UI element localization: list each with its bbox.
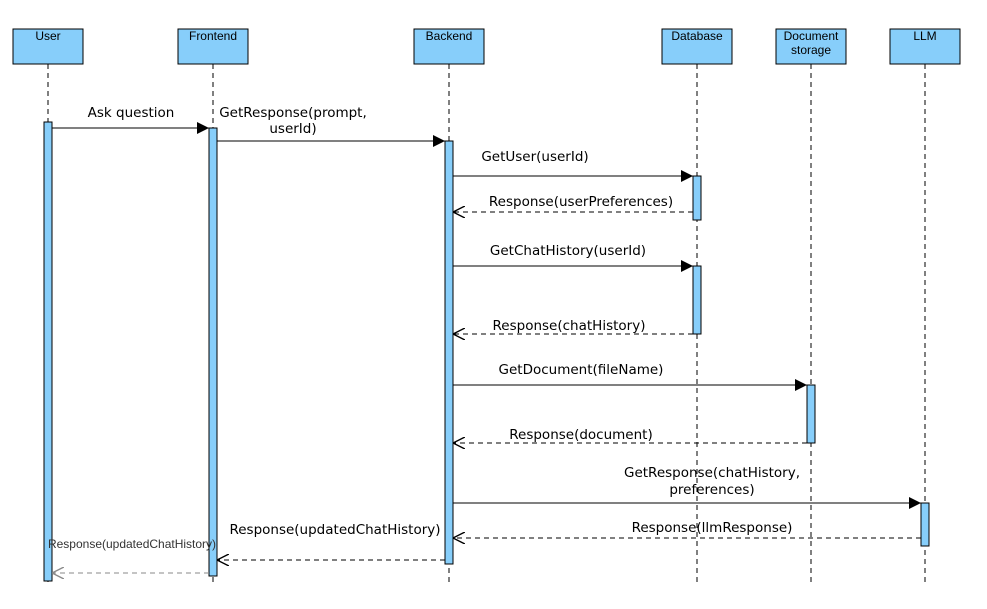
- message-ask-question: Ask question: [52, 105, 209, 134]
- participant-label: Backend: [426, 29, 473, 43]
- message-get-chat-history: GetChatHistory(userId): [453, 243, 693, 272]
- participant-label: Frontend: [189, 29, 237, 43]
- participant-document-storage: Document storage: [775, 28, 847, 65]
- message-label: Response(userPreferences): [489, 194, 673, 210]
- message-get-response-chat-history: GetResponse(chatHistory, preferences): [453, 465, 921, 509]
- message-label: Response(updatedChatHistory): [229, 522, 440, 538]
- activation-bar-llm: [920, 502, 930, 547]
- activation-bar-database: [692, 265, 702, 335]
- participant-box: [12, 28, 84, 65]
- message-response-document: Response(document): [453, 427, 807, 443]
- participant-box: [177, 28, 249, 65]
- message-label: GetDocument(fileName): [499, 362, 664, 378]
- message-label: userId): [269, 121, 316, 137]
- lifelines: [47, 64, 926, 582]
- message-label: GetResponse(chatHistory,: [624, 465, 800, 481]
- participant-box: [889, 28, 961, 65]
- message-label: preferences): [669, 482, 754, 498]
- participant-database: Database: [661, 28, 733, 65]
- message-get-document: GetDocument(fileName): [453, 362, 807, 391]
- participant-box: [413, 28, 485, 65]
- participant-label: User: [35, 29, 60, 43]
- message-label: GetUser(userId): [481, 149, 588, 165]
- participant-box: [661, 28, 733, 65]
- participant-box: [775, 28, 847, 65]
- participant-label: LLM: [913, 29, 936, 43]
- participant-llm: LLM: [889, 28, 961, 65]
- message-label: Response(updatedChatHistory): [48, 537, 216, 551]
- participant-user: User: [12, 28, 84, 65]
- message-label: Response(document): [509, 427, 652, 443]
- activation-bar-backend: [444, 140, 454, 565]
- participant-label: storage: [791, 43, 831, 57]
- activation-bar-frontend: [208, 127, 218, 577]
- message-response-chat-history: Response(chatHistory): [453, 318, 693, 334]
- activation-bar-document-storage: [806, 384, 816, 444]
- message-get-user: GetUser(userId): [453, 149, 693, 182]
- message-label: Ask question: [88, 105, 175, 121]
- message-response-llm-response: Response(llmResponse): [453, 520, 921, 538]
- participant-label: Document: [784, 29, 839, 43]
- message-response-user-preferences: Response(userPreferences): [453, 194, 693, 212]
- participant-backend: Backend: [413, 28, 485, 65]
- message-label: Response(chatHistory): [493, 318, 646, 334]
- message-label: Response(llmResponse): [632, 520, 793, 536]
- message-label: GetResponse(prompt,: [219, 105, 367, 121]
- participant-frontend: Frontend: [177, 28, 249, 65]
- message-get-response-prompt: GetResponse(prompt, userId): [217, 105, 445, 147]
- activation-bar-user: [43, 121, 53, 582]
- activations: [43, 121, 930, 582]
- message-response-updated-chat-history: Response(updatedChatHistory): [217, 522, 445, 560]
- participant-label: Database: [671, 29, 723, 43]
- message-label: GetChatHistory(userId): [490, 243, 646, 259]
- message-response-updated-chat-history-to-user: Response(updatedChatHistory): [48, 537, 216, 573]
- activation-bar-database: [692, 175, 702, 221]
